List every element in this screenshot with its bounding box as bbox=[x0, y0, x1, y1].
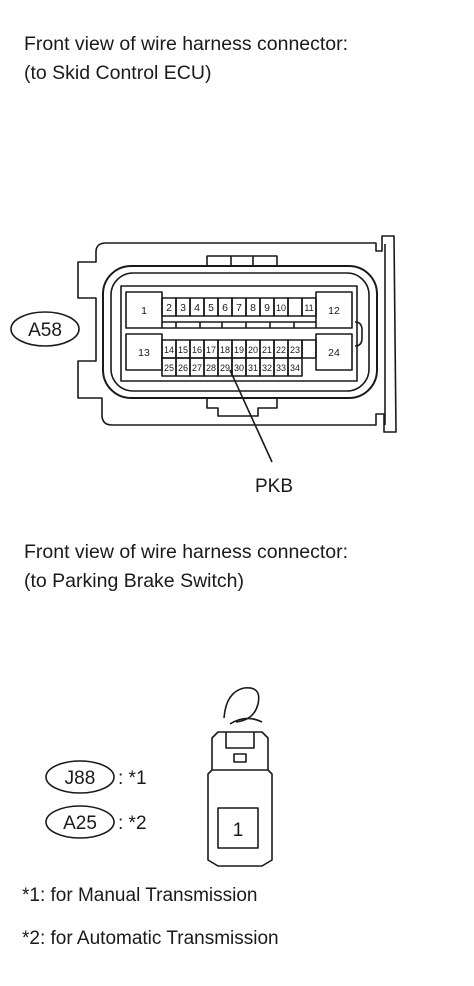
pkb-terminal-label: PKB bbox=[255, 476, 293, 497]
pin-label: 33 bbox=[276, 363, 286, 373]
switch-body-outline bbox=[207, 731, 273, 867]
pin-label: 22 bbox=[276, 345, 286, 355]
pin-label: 13 bbox=[138, 347, 150, 359]
pin-label: 2 bbox=[166, 302, 172, 314]
pin-label: 18 bbox=[220, 345, 230, 355]
pin-label: 23 bbox=[290, 345, 300, 355]
pin-label: 27 bbox=[192, 363, 202, 373]
ecu-code-label: A58 bbox=[28, 320, 62, 341]
pin-label: 10 bbox=[276, 303, 286, 313]
pin-label: 34 bbox=[290, 363, 300, 373]
pin-label: 28 bbox=[206, 363, 216, 373]
ecu-caption-line2: (to Skid Control ECU) bbox=[24, 62, 212, 84]
pin-label: 1 bbox=[141, 305, 147, 317]
pin-label: 26 bbox=[178, 363, 188, 373]
pin-label: 25 bbox=[164, 363, 174, 373]
switch-caption-line2: (to Parking Brake Switch) bbox=[24, 570, 244, 592]
switch-connector-caption: Front view of wire harness connector: (t… bbox=[24, 538, 348, 596]
ecu-connector-caption: Front view of wire harness connector: (t… bbox=[24, 30, 348, 88]
pin-label: 14 bbox=[164, 345, 174, 355]
pin-label: 3 bbox=[180, 302, 186, 314]
pin-label: 29 bbox=[220, 363, 230, 373]
ecu-pin-labels: 1 2 3 4 5 6 7 8 9 10 11 12 13 14 15 16 1… bbox=[138, 302, 340, 373]
ecu-housing-outline bbox=[77, 235, 397, 433]
pin-label: 12 bbox=[328, 305, 340, 317]
manual-code-label: J88 bbox=[65, 768, 96, 789]
manual-ref-label: : *1 bbox=[118, 768, 147, 789]
ecu-connector bbox=[77, 235, 397, 433]
pin-label: 16 bbox=[192, 345, 202, 355]
pin-label: 5 bbox=[208, 302, 214, 314]
pin-label: 32 bbox=[262, 363, 272, 373]
switch-wire-loop bbox=[223, 687, 260, 723]
pin-label: 6 bbox=[222, 302, 228, 314]
pin-label: 17 bbox=[206, 345, 216, 355]
auto-ref-label: : *2 bbox=[118, 813, 147, 834]
pin-label: 8 bbox=[250, 302, 256, 314]
auto-code-label: A25 bbox=[63, 813, 97, 834]
ecu-cells-top bbox=[161, 297, 303, 317]
switch-connector bbox=[207, 687, 273, 867]
note-manual-transmission: *1: for Manual Transmission bbox=[22, 885, 258, 906]
switch-pin-label: 1 bbox=[233, 820, 244, 841]
ecu-caption-line1: Front view of wire harness connector: bbox=[24, 33, 349, 55]
switch-code-auto: A25 : *2 bbox=[45, 805, 147, 839]
pin-label: 24 bbox=[328, 347, 340, 359]
pin-label: 20 bbox=[248, 345, 258, 355]
ecu-bottom-latch bbox=[206, 398, 278, 417]
switch-terminal-box bbox=[217, 807, 259, 849]
pin-label: 4 bbox=[194, 302, 200, 314]
pin-label: 19 bbox=[234, 345, 244, 355]
pin-label: 21 bbox=[262, 345, 272, 355]
ecu-top-latch bbox=[206, 255, 278, 266]
switch-code-manual: J88 : *1 bbox=[45, 760, 147, 794]
pin-label: 11 bbox=[304, 303, 313, 313]
ecu-terminal-frame bbox=[120, 285, 358, 382]
pin-label: 31 bbox=[248, 363, 258, 373]
pin-label: 7 bbox=[236, 302, 242, 314]
ecu-shell-inner bbox=[110, 272, 370, 392]
ecu-shell-outer bbox=[102, 265, 378, 399]
pin-label: 15 bbox=[178, 345, 188, 355]
pkb-leader-line bbox=[229, 369, 273, 463]
pin-label: 9 bbox=[264, 302, 270, 314]
pin-label: 30 bbox=[234, 363, 244, 373]
note-automatic-transmission: *2: for Automatic Transmission bbox=[22, 928, 279, 949]
switch-caption-line1: Front view of wire harness connector: bbox=[24, 541, 349, 563]
ecu-connector-code: A58 bbox=[10, 311, 80, 347]
ecu-cells-bottom bbox=[161, 357, 303, 377]
